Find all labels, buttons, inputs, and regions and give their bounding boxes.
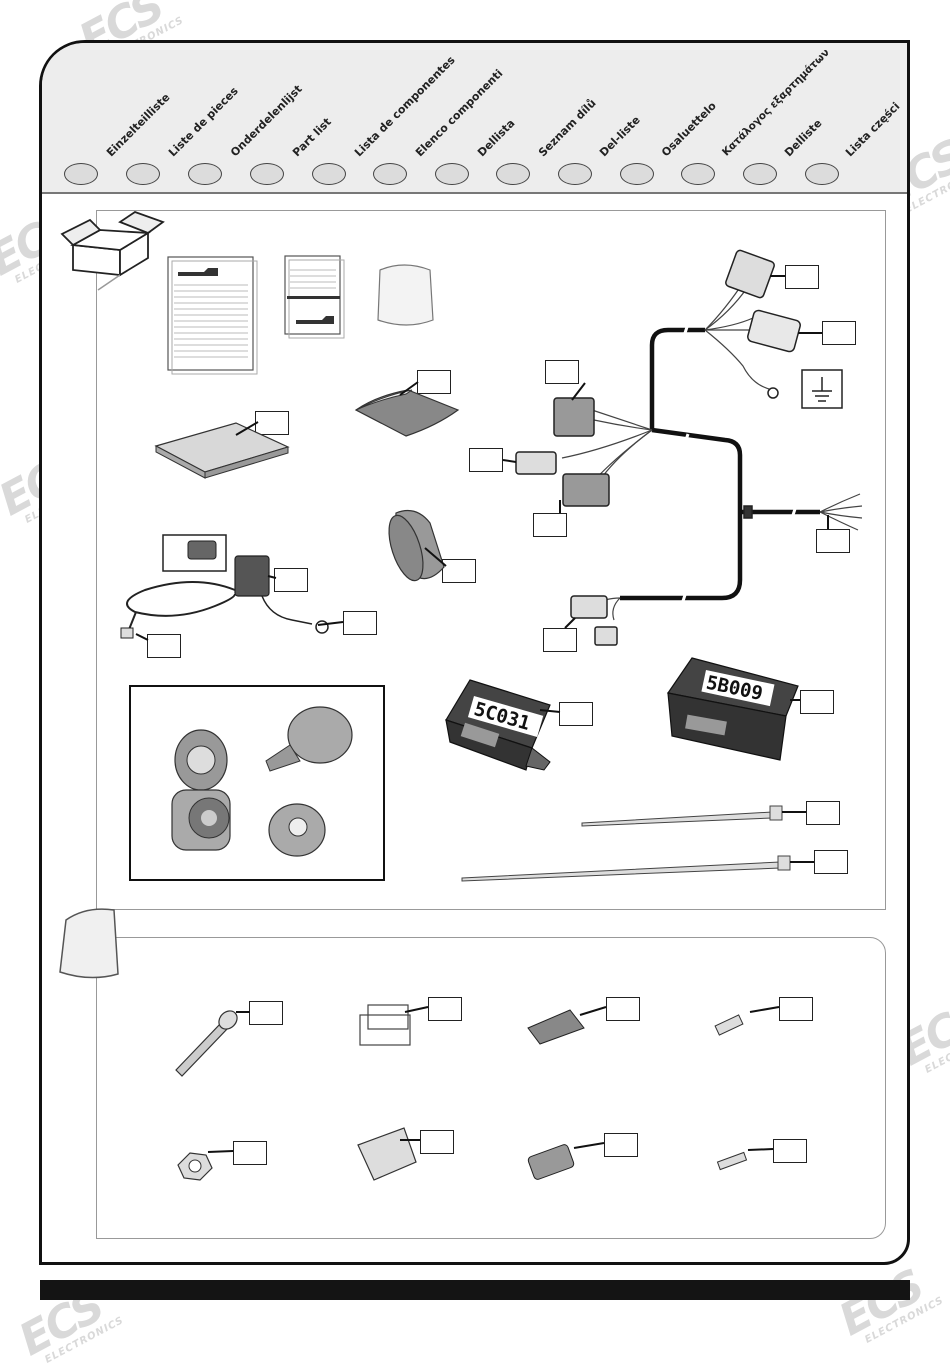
item-number-box [806,801,840,825]
language-checkbox [435,163,469,185]
item-number-box [814,850,848,874]
header-band [42,43,907,193]
item-number-box [543,628,577,652]
bottom-bar [40,1280,910,1300]
item-number-box [469,448,503,472]
item-number-box [147,634,181,658]
item-number-box [417,370,451,394]
item-number-box [255,411,289,435]
item-number-box [559,702,593,726]
language-checkbox [558,163,592,185]
language-checkbox [743,163,777,185]
item-number-box [233,1141,267,1165]
small-parts-section [96,937,886,1239]
item-number-box [816,529,850,553]
item-number-box [606,997,640,1021]
item-number-box [428,997,462,1021]
language-checkbox [188,163,222,185]
language-checkbox [250,163,284,185]
language-checkbox [373,163,407,185]
item-number-box [785,265,819,289]
language-checkbox [496,163,530,185]
language-checkbox [312,163,346,185]
kit-contents-section [96,210,886,910]
item-number-box [442,559,476,583]
language-checkbox [64,163,98,185]
header-divider [42,192,907,194]
language-checkbox [620,163,654,185]
item-number-box [800,690,834,714]
language-checkbox [126,163,160,185]
item-number-box [249,1001,283,1025]
item-number-box [274,568,308,592]
item-number-box [604,1133,638,1157]
language-checkbox [681,163,715,185]
item-number-box [420,1130,454,1154]
item-number-box [822,321,856,345]
item-number-box [343,611,377,635]
item-number-box [163,535,197,559]
item-number-box [545,360,579,384]
item-number-box [773,1139,807,1163]
item-number-box [135,692,163,716]
item-number-box [533,513,567,537]
item-number-box [779,997,813,1021]
language-checkbox [805,163,839,185]
